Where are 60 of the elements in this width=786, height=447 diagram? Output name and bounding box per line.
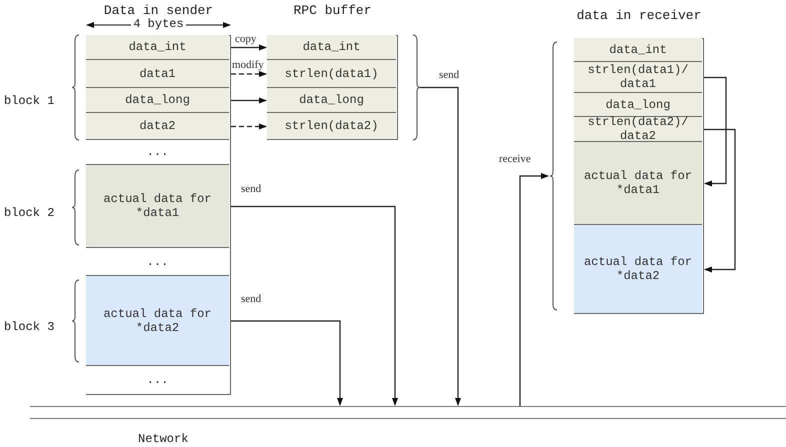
block-label: block 2: [4, 206, 54, 220]
network-label: Network: [138, 432, 188, 446]
arrow: [704, 128, 736, 272]
cell-text: data_long: [298, 93, 365, 107]
memory-cell: [267, 88, 396, 113]
memory-cell: [86, 60, 229, 88]
arrow: [420, 86, 461, 406]
memory-cell: [574, 62, 702, 93]
memory-cell: [267, 113, 396, 140]
cell-text: strlen(data1)/ data1: [586, 63, 690, 91]
cell-text: data_int: [608, 42, 668, 56]
memory-cell: [86, 165, 229, 248]
edge-label: send: [438, 69, 460, 81]
memory-cell: [574, 142, 702, 225]
edge-label: receive: [498, 153, 532, 165]
cell-text: data2: [138, 119, 176, 133]
memory-cell: [574, 225, 702, 314]
memory-cell: [267, 35, 396, 60]
edge-label: send: [240, 183, 262, 195]
dimension-label: 4 bytes: [131, 17, 186, 31]
edge-label: send: [240, 293, 262, 305]
cell-text: strlen(data2)/ data2: [586, 115, 690, 143]
cell-text: data_long: [604, 98, 672, 112]
arrow: [704, 76, 727, 186]
arrow: [231, 44, 267, 50]
cell-text: ...: [146, 145, 170, 159]
edge-label: modify: [231, 59, 265, 71]
cell-text: actual data for *data1: [102, 192, 213, 220]
arrow: [231, 206, 398, 406]
cell-text: actual data for *data1: [582, 169, 694, 197]
memory-cell: [86, 113, 229, 140]
cell-text: data_int: [302, 40, 362, 54]
memory-cell: [86, 35, 229, 60]
cell-text: actual data for *data2: [582, 255, 694, 283]
arrow: [231, 124, 267, 130]
memory-cell: [574, 38, 702, 62]
cell-text: ...: [146, 254, 170, 268]
arrow: [519, 173, 549, 406]
cell-text: strlen(data2): [284, 119, 380, 133]
block-label: block 1: [4, 94, 54, 108]
cell-text: actual data for *data2: [102, 306, 213, 334]
cell-text: data1: [138, 66, 176, 80]
block-label: block 3: [4, 320, 54, 334]
memory-cell: [574, 93, 702, 117]
arrow: [231, 71, 267, 77]
memory-cell: [86, 88, 229, 113]
cell-text: data_int: [128, 40, 188, 54]
column-heading: Data in sender: [104, 3, 214, 18]
memory-cell: [574, 117, 702, 142]
memory-cell: [86, 248, 229, 276]
cell-text: strlen(data1): [284, 66, 380, 80]
memory-cell: [86, 276, 229, 366]
memory-cell: [267, 60, 396, 88]
cell-text: ...: [146, 373, 170, 387]
memory-cell: [86, 140, 229, 165]
cell-text: data_long: [124, 93, 191, 107]
arrow: [231, 98, 267, 104]
arrow: [231, 320, 343, 406]
column-heading: RPC buffer: [293, 3, 372, 19]
column-heading: data in receiver: [576, 8, 702, 24]
